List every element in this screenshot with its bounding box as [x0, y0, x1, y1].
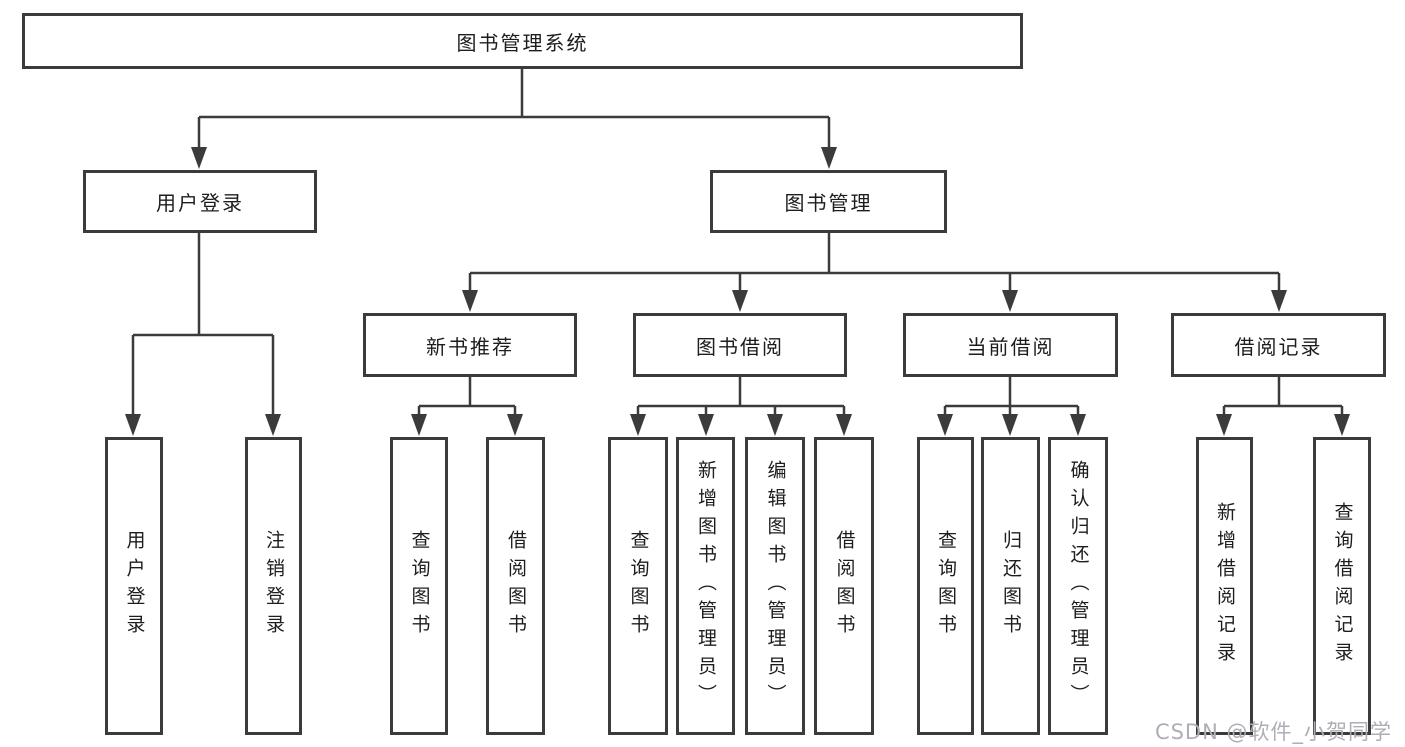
node-current-return-book: 归还图书: [981, 437, 1040, 735]
arrowheads: [125, 147, 1350, 436]
arrowhead-icon: [1002, 290, 1018, 312]
node-label: 新增图书（管理员）: [695, 460, 717, 712]
arrowhead-icon: [767, 414, 783, 436]
arrowhead-icon: [1216, 414, 1232, 436]
node-label: 查询图书: [408, 530, 431, 642]
arrowhead-icon: [630, 414, 646, 436]
node-label: 用户登录: [123, 530, 146, 642]
node-label: 查询借阅记录: [1331, 502, 1354, 670]
node-label: 图书借阅: [696, 334, 784, 359]
node-label: 借阅图书: [505, 530, 527, 642]
node-borrowing-edit-book-admin: 编辑图书（管理员）: [745, 437, 805, 735]
node-label: 确认归还（管理员）: [1067, 460, 1090, 712]
arrowhead-icon: [698, 414, 714, 436]
node-records-query-borrow-record: 查询借阅记录: [1313, 437, 1371, 735]
node-recommend-query-book: 查询图书: [390, 437, 448, 735]
node-book-borrowing: 图书借阅: [633, 313, 847, 377]
node-user-login-branch: 用户登录: [83, 170, 317, 233]
node-label: 查询图书: [627, 530, 650, 642]
node-recommend-borrow-book: 借阅图书: [486, 437, 545, 735]
node-records-add-borrow-record: 新增借阅记录: [1196, 437, 1253, 735]
connector-recommend-to-leaves: [417, 377, 517, 417]
arrowhead-icon: [1271, 290, 1287, 312]
arrowhead-icon: [937, 414, 953, 436]
arrowhead-icon: [821, 147, 837, 169]
node-label: 图书管理: [784, 191, 873, 215]
node-current-query-book: 查询图书: [917, 437, 974, 735]
arrowhead-icon: [732, 290, 748, 312]
node-current-borrowing: 当前借阅: [903, 313, 1118, 377]
arrowhead-icon: [1334, 414, 1350, 436]
csdn-watermark: CSDN @软件_小贺同学: [1154, 720, 1392, 744]
arrowhead-icon: [125, 414, 141, 436]
connector-mgmt-to-level3: [468, 233, 1281, 293]
node-borrowing-query-book: 查询图书: [608, 437, 668, 735]
arrowhead-icon: [836, 414, 852, 436]
arrowhead-icon: [1070, 414, 1086, 436]
node-library-management-system: 图书管理系统: [22, 13, 1023, 69]
arrowhead-icon: [265, 414, 281, 436]
node-label: 新书推荐: [426, 334, 514, 359]
node-new-book-recommendation: 新书推荐: [363, 313, 577, 377]
node-borrowing-add-book-admin: 新增图书（管理员）: [676, 437, 735, 735]
node-label: 借阅记录: [1234, 334, 1323, 359]
node-label: 当前借阅: [966, 334, 1055, 359]
node-label: 查询图书: [935, 530, 957, 642]
connector-root-to-level2: [197, 69, 831, 150]
node-current-confirm-return-admin: 确认归还（管理员）: [1048, 437, 1108, 735]
node-label: 注销登录: [263, 530, 285, 642]
node-book-management: 图书管理: [710, 170, 947, 233]
node-label: 编辑图书（管理员）: [764, 460, 787, 712]
node-label: 图书管理系统: [456, 30, 589, 55]
arrowhead-icon: [1002, 414, 1018, 436]
connector-login-to-leaves: [131, 233, 275, 416]
node-logout-login: 注销登录: [245, 437, 302, 735]
connector-current-to-leaves: [943, 377, 1080, 417]
node-borrowing-borrow-book: 借阅图书: [814, 437, 874, 735]
arrowhead-icon: [191, 147, 207, 169]
node-label: 新增借阅记录: [1214, 502, 1236, 670]
connector-borrowing-to-leaves: [636, 377, 846, 417]
arrowhead-icon: [462, 290, 478, 312]
node-label: 用户登录: [156, 191, 244, 215]
node-label: 归还图书: [1000, 530, 1022, 642]
node-borrowing-records: 借阅记录: [1171, 313, 1386, 377]
node-user-login: 用户登录: [105, 437, 163, 735]
connector-records-to-leaves: [1222, 377, 1344, 417]
arrowhead-icon: [411, 414, 427, 436]
arrowhead-icon: [507, 414, 523, 436]
node-label: 借阅图书: [833, 530, 856, 642]
